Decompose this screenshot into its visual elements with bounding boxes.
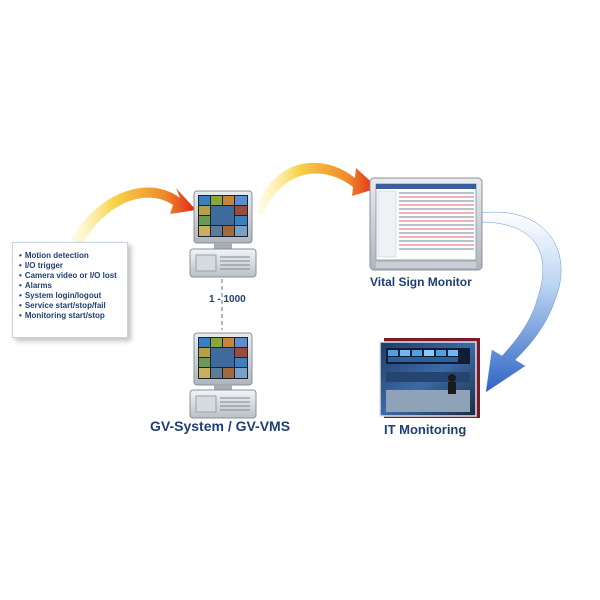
arrow-events-to-system <box>70 187 196 244</box>
events-list-card: Motion detection I/O trigger Camera vide… <box>12 242 128 338</box>
event-item: Camera video or I/O lost <box>19 271 127 281</box>
connection-count-label: 1 - 1000 <box>209 294 246 305</box>
camera-grid-screen <box>199 196 247 236</box>
vital-sign-monitor-label: Vital Sign Monitor <box>370 275 472 289</box>
arrow-monitor-to-it <box>479 211 562 393</box>
event-item: Alarms <box>19 281 127 291</box>
log-rows <box>399 192 474 250</box>
vital-sign-monitor-display <box>369 177 483 271</box>
event-item: Service start/stop/fail <box>19 301 127 311</box>
gv-system-computer-top <box>189 190 257 278</box>
event-item: I/O trigger <box>19 261 127 271</box>
gv-system-label: GV-System / GV-VMS <box>150 418 291 434</box>
it-monitoring-label: IT Monitoring <box>384 422 467 437</box>
event-item: Monitoring start/stop <box>19 311 127 321</box>
event-item: System login/logout <box>19 291 127 301</box>
camera-grid-screen <box>199 338 247 378</box>
event-item: Motion detection <box>19 251 127 261</box>
events-list: Motion detection I/O trigger Camera vide… <box>13 243 127 321</box>
gv-system-computer-bottom <box>189 332 257 419</box>
arrow-system-to-monitor <box>256 162 378 216</box>
it-monitoring-photo <box>379 338 480 418</box>
